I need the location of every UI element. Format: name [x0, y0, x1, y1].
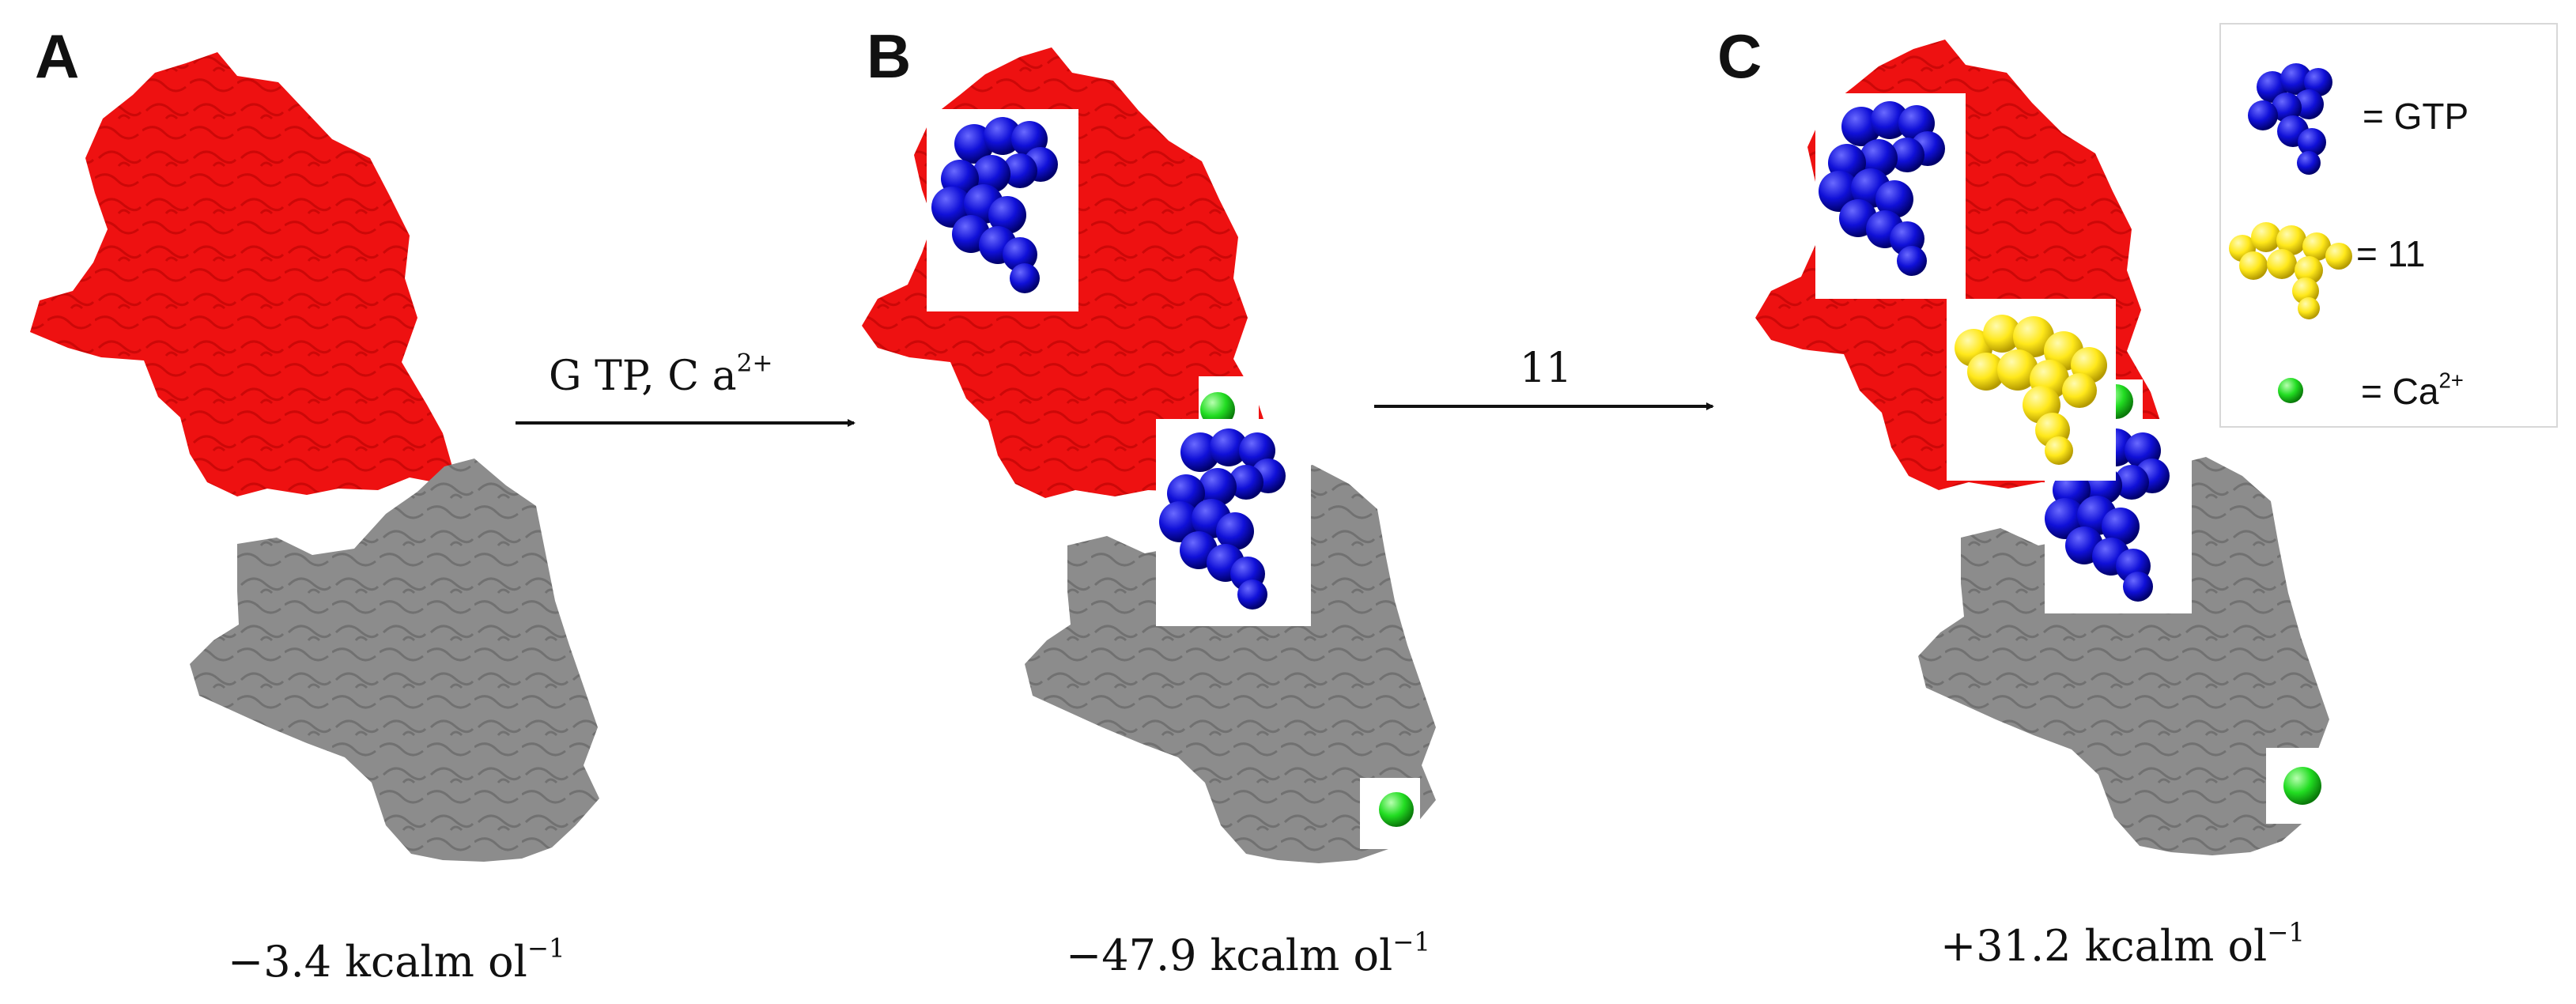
panel-c-letter: C: [1717, 21, 1762, 91]
panel-a-energy: −3.4 kcalm ol−1: [228, 936, 565, 983]
panel-b-energy-value: −47.9 kcalm ol: [1066, 930, 1393, 980]
panel-c-gtp-top: [1819, 101, 1945, 276]
panel-c-calcium-bottom: [2283, 767, 2321, 805]
panel-a-energy-exp: −1: [527, 933, 565, 964]
arrow-2-label: 11: [1520, 345, 1573, 392]
panel-a-gray-protein: [190, 459, 599, 862]
panel-b-gtp-top: [931, 117, 1058, 293]
panel-a-letter: A: [35, 21, 80, 91]
panel-c-energy-value: +31.2 kcalm ol: [1940, 921, 2268, 971]
panel-b-letter: B: [867, 21, 912, 91]
legend-gtp-label: = GTP: [2363, 96, 2469, 137]
panel-b-calcium-bottom: [1379, 792, 1414, 827]
panel-b-calcium-top: [1200, 392, 1235, 427]
arrow-1-label: G TP, C a2+: [549, 351, 773, 400]
legend-compound-swatch: [2229, 222, 2352, 319]
panel-a-energy-value: −3.4 kcalm ol: [228, 937, 527, 987]
arrow-1-label-text: G TP, C a: [549, 353, 737, 400]
legend-calcium-text: = Ca: [2361, 371, 2439, 412]
panel-b-energy-exp: −1: [1392, 927, 1430, 957]
panel-c-energy-exp: −1: [2267, 917, 2305, 948]
legend-compound-label: = 11: [2356, 233, 2426, 274]
panel-b-gtp-bottom: [1159, 428, 1286, 610]
panel-a-red-protein: [30, 52, 452, 496]
panel-b-structure: [862, 47, 1436, 863]
panel-c-structure: [1755, 40, 2329, 855]
panel-c-compound-11: [1955, 315, 2107, 465]
panel-c-gray-protein: [1918, 457, 2329, 855]
legend-gtp-swatch: [2248, 63, 2332, 175]
panel-b-energy: −47.9 kcalm ol−1: [1066, 930, 1430, 977]
legend-calcium-sup: 2+: [2438, 368, 2464, 393]
legend-calcium-swatch: [2278, 378, 2303, 403]
panel-a-structure: [30, 52, 599, 862]
arrow-1-label-sup: 2+: [736, 349, 773, 378]
legend-calcium-label: = Ca2+: [2361, 369, 2464, 412]
legend: [2219, 23, 2558, 428]
panel-c-energy: +31.2 kcalm ol−1: [1940, 920, 2305, 968]
panel-b-gray-protein: [1025, 465, 1436, 863]
